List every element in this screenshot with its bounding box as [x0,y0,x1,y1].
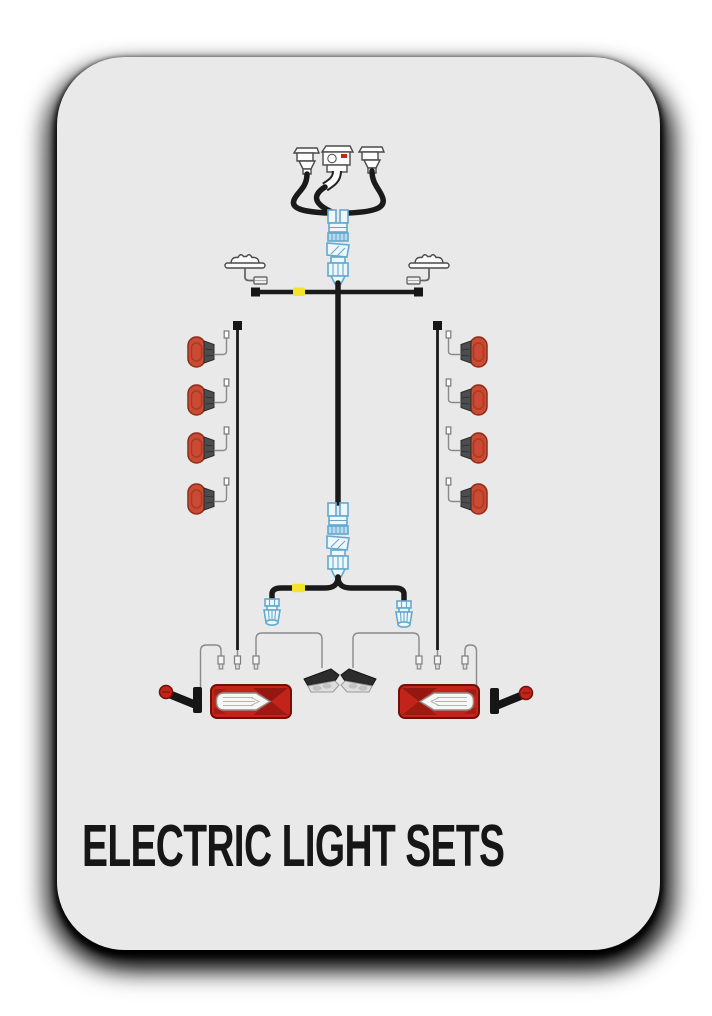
seven-pin-plug-left [292,147,321,175]
yellow-marker-band-rear [292,583,305,593]
side-marker-lamp-left-3 [187,426,230,464]
end-outline-marker-right [490,687,533,715]
connector-tip [252,649,260,670]
corrugated-adapter-lower [326,502,350,578]
category-card[interactable] [57,57,660,950]
rear-wires [199,632,478,688]
bulb-holder-left [263,598,281,626]
clearance-lamp-right [406,253,450,285]
tail-lamp-right [398,684,480,719]
corrugated-adapter-upper [326,209,350,285]
connector-tip [217,649,225,670]
end-outline-marker-left [160,686,203,714]
clearance-lamp-left [224,253,268,285]
side-cable-left [233,321,242,650]
seven-pin-plug-right [357,146,386,174]
license-plate-lamp-right [340,668,377,693]
yellow-marker-band-front [293,287,305,296]
side-marker-lamp-left-1 [187,330,230,368]
category-title: ELECTRIC LIGHT SETS [82,813,505,879]
tail-lamp-left [210,684,292,719]
side-marker-lamp-right-4 [445,477,488,515]
side-marker-lamp-right-1 [445,330,488,368]
license-plate-lamp-left [303,668,340,693]
bulb-holder-right [395,600,413,628]
side-marker-lamp-right-2 [445,378,488,416]
connector-tip [233,649,242,670]
side-marker-lamp-left-2 [187,378,230,416]
side-cable-right [433,321,442,650]
connector-tip [415,649,423,670]
side-marker-lamp-left-4 [187,477,230,515]
rear-y-split [269,574,407,604]
side-marker-lamp-right-3 [445,426,488,464]
thirteen-pin-socket-center [320,145,355,192]
connector-tip [461,649,469,670]
connector-tip [433,649,442,670]
